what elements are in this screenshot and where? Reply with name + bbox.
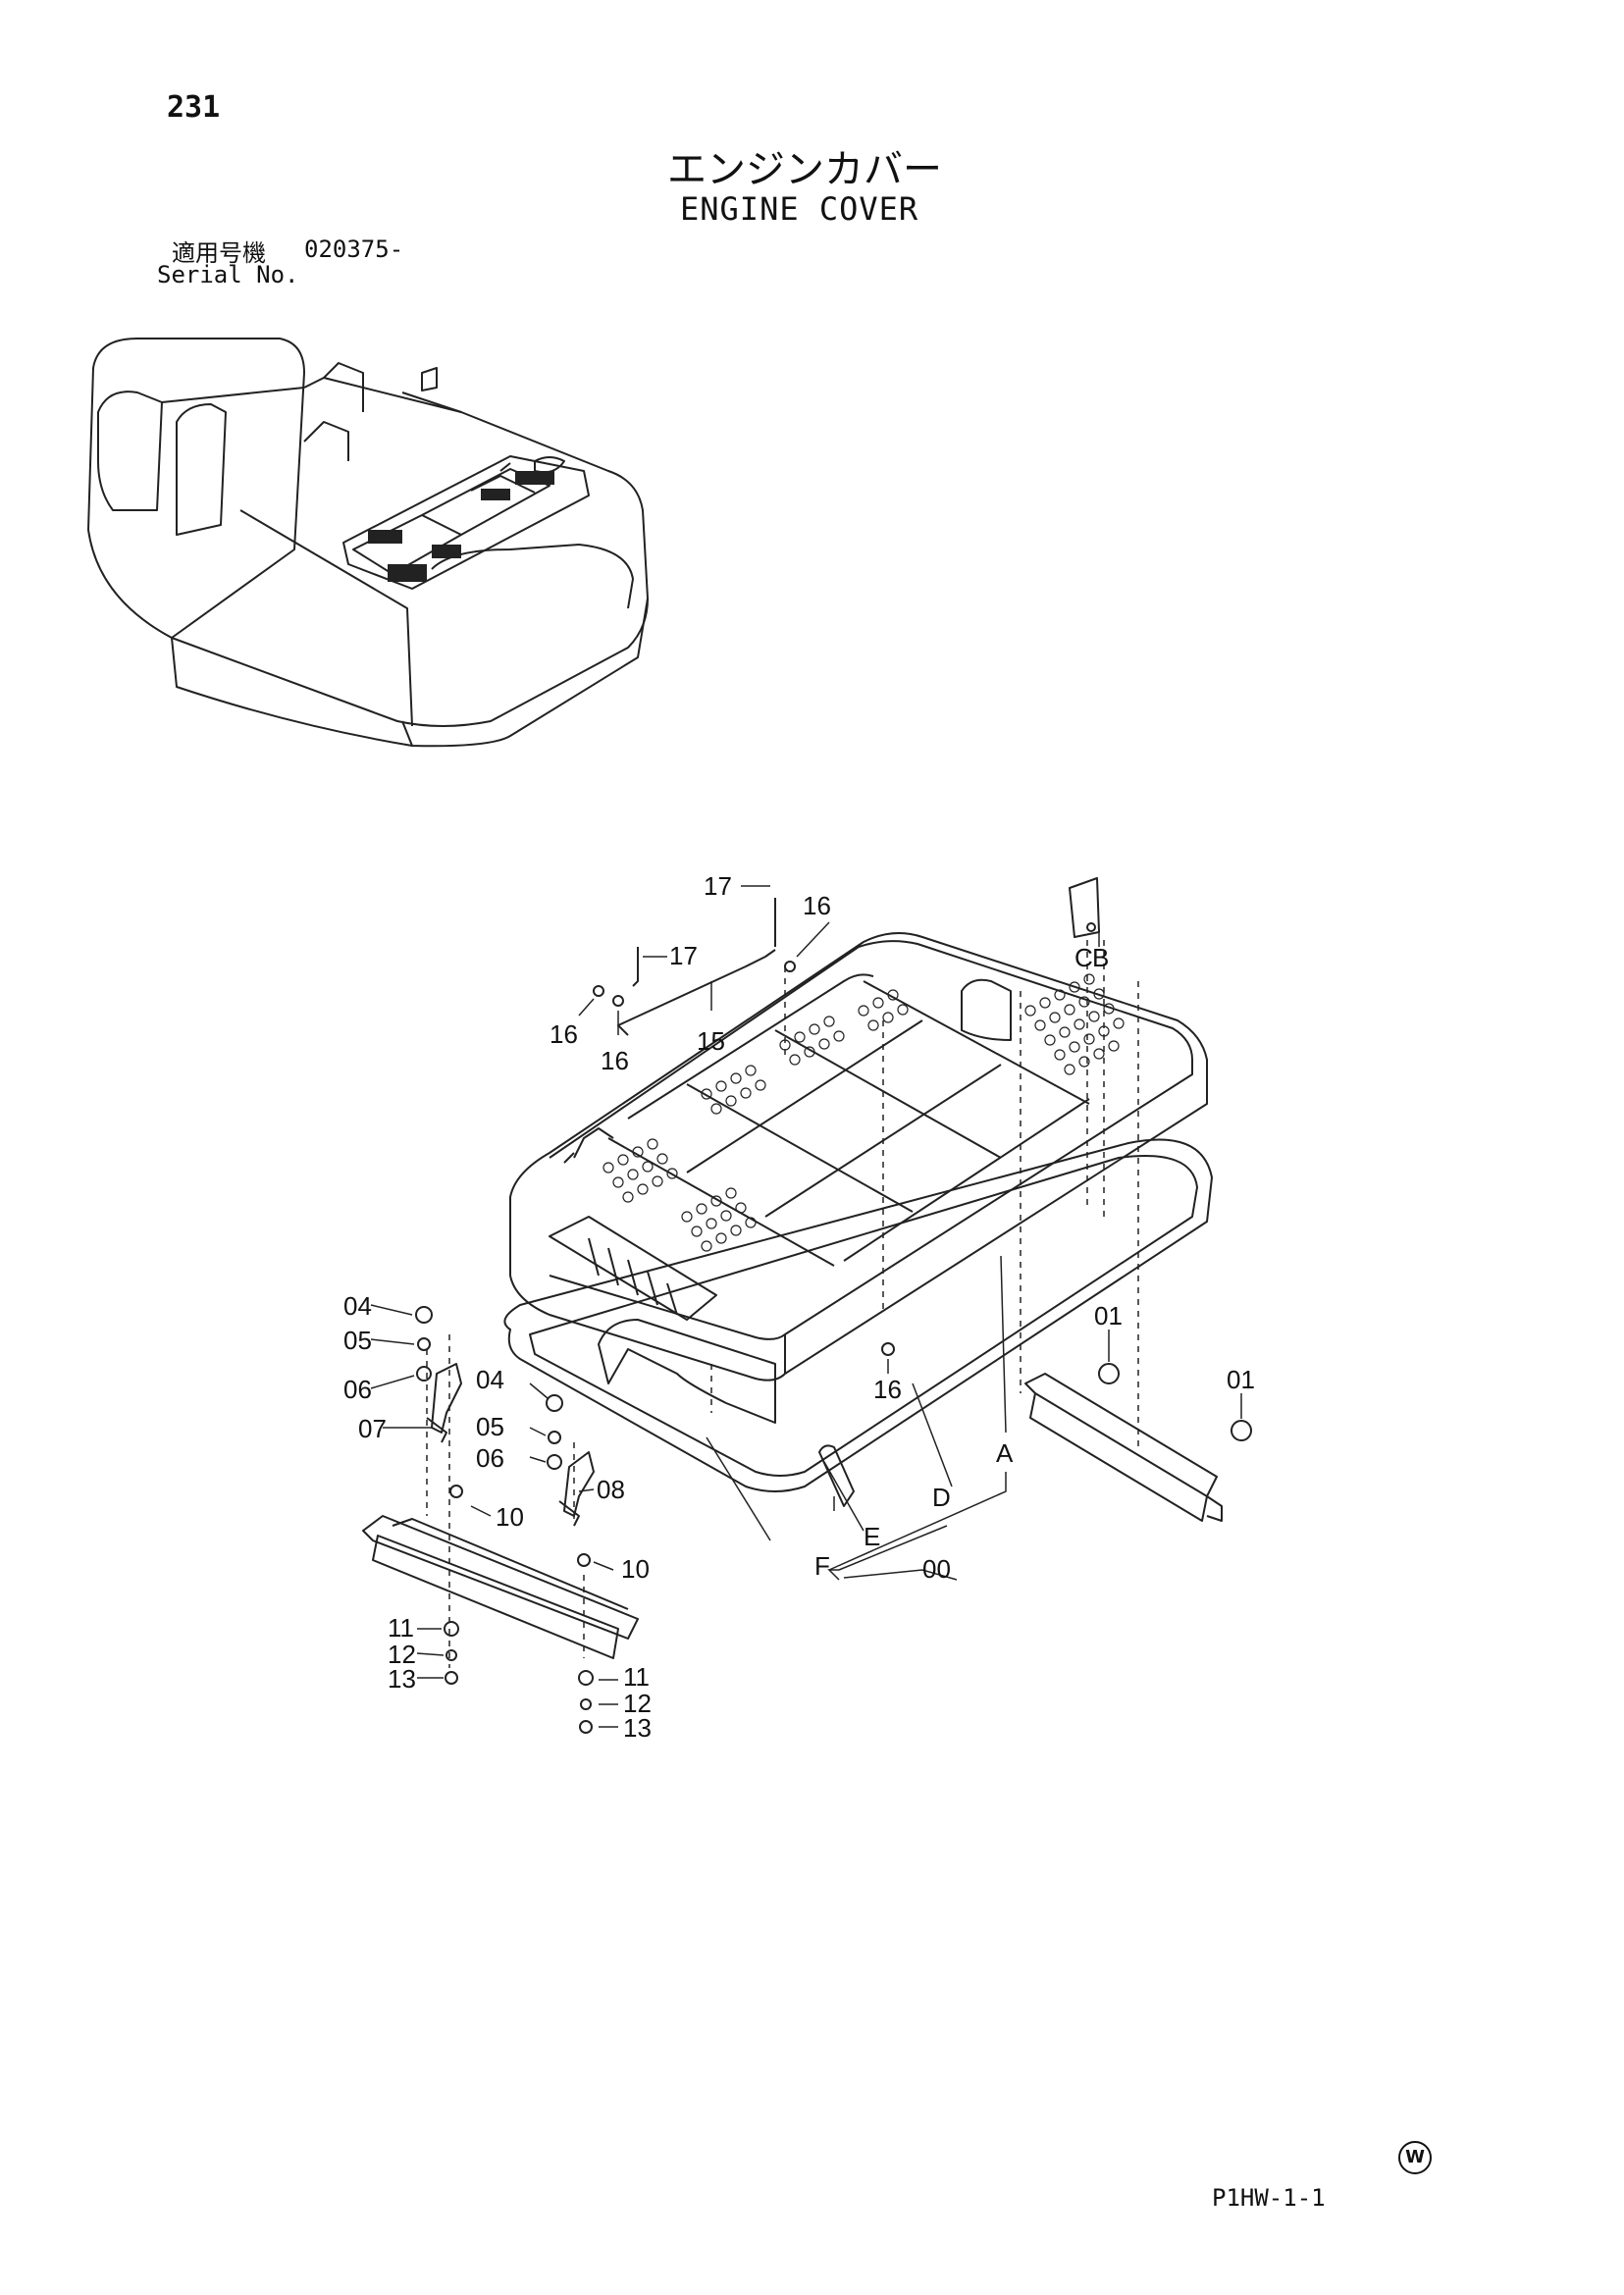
callout-04a: 04 (343, 1291, 372, 1321)
callout-05b: 05 (476, 1412, 504, 1441)
callout-12a: 12 (388, 1640, 416, 1669)
serial-number-value: 020375- (304, 235, 404, 263)
page-number: 231 (167, 90, 221, 125)
bolt-04b (546, 1394, 563, 1412)
washer-11b (578, 1670, 594, 1686)
washer-16c (784, 961, 796, 972)
serial-label-japanese: 適用号機 (172, 239, 266, 267)
nut-13a (445, 1671, 458, 1685)
callout-07: 07 (358, 1414, 387, 1443)
washer-16a (593, 985, 604, 997)
callout-16a: 16 (803, 891, 831, 920)
callout-00: 00 (922, 1554, 951, 1584)
callout-13a: 13 (388, 1664, 416, 1694)
callout-b: B (1092, 943, 1109, 972)
washer-12a (445, 1649, 457, 1661)
title-japanese: エンジンカバー (667, 147, 942, 192)
callout-e: E (864, 1522, 880, 1551)
callout-01a: 01 (1094, 1301, 1123, 1330)
washer-16d (881, 1342, 895, 1356)
callout-08: 08 (597, 1475, 625, 1504)
callout-16b: 16 (550, 1019, 578, 1049)
callout-a: A (996, 1438, 1014, 1468)
callout-06b: 06 (476, 1443, 504, 1473)
callout-11b: 11 (623, 1662, 650, 1692)
drawing-code: P1HW-1-1 (1212, 2184, 1326, 2212)
title-english: ENGINE COVER (680, 190, 919, 228)
bolt-10b (577, 1553, 591, 1567)
callout-01b: 01 (1227, 1365, 1255, 1394)
callout-c: C (1074, 943, 1093, 972)
callout-f: F (814, 1551, 830, 1581)
washer-06a (416, 1366, 432, 1382)
callout-04b: 04 (476, 1365, 504, 1394)
bolt-04a (415, 1306, 433, 1324)
callout-d: D (932, 1483, 951, 1512)
bolt-10a (449, 1485, 463, 1498)
callout-12b: 12 (623, 1689, 652, 1718)
washer-11a (444, 1621, 459, 1637)
seal-ring (503, 1138, 1213, 1492)
washer-05a (417, 1337, 431, 1351)
engine-cover-body (509, 932, 1208, 1382)
washer-12b (580, 1698, 592, 1710)
washer-06b (547, 1454, 562, 1470)
washer-05b (548, 1431, 561, 1444)
perforation-pattern (602, 973, 1125, 1252)
callout-11a: 11 (388, 1613, 414, 1643)
callout-17a: 17 (704, 871, 732, 901)
washer-16b (612, 995, 624, 1007)
callout-labels: 17 16 17 15 16 16 C B 16 04 05 06 07 04 … (343, 871, 1255, 1743)
callout-10b: 10 (621, 1554, 650, 1584)
callout-13b: 13 (623, 1713, 652, 1743)
bolt-01b (1231, 1420, 1252, 1441)
nut-13b (579, 1720, 593, 1734)
callout-17b: 17 (669, 941, 698, 970)
callout-15: 15 (697, 1026, 725, 1056)
callout-16c: 16 (601, 1046, 629, 1075)
callout-05a: 05 (343, 1326, 372, 1355)
callout-06a: 06 (343, 1375, 372, 1404)
callout-10a: 10 (496, 1502, 524, 1532)
serial-label-english: Serial No. (157, 261, 299, 288)
bolt-01a (1098, 1363, 1120, 1384)
manufacturer-mark: W (1398, 2141, 1432, 2174)
callout-16d: 16 (873, 1375, 902, 1404)
